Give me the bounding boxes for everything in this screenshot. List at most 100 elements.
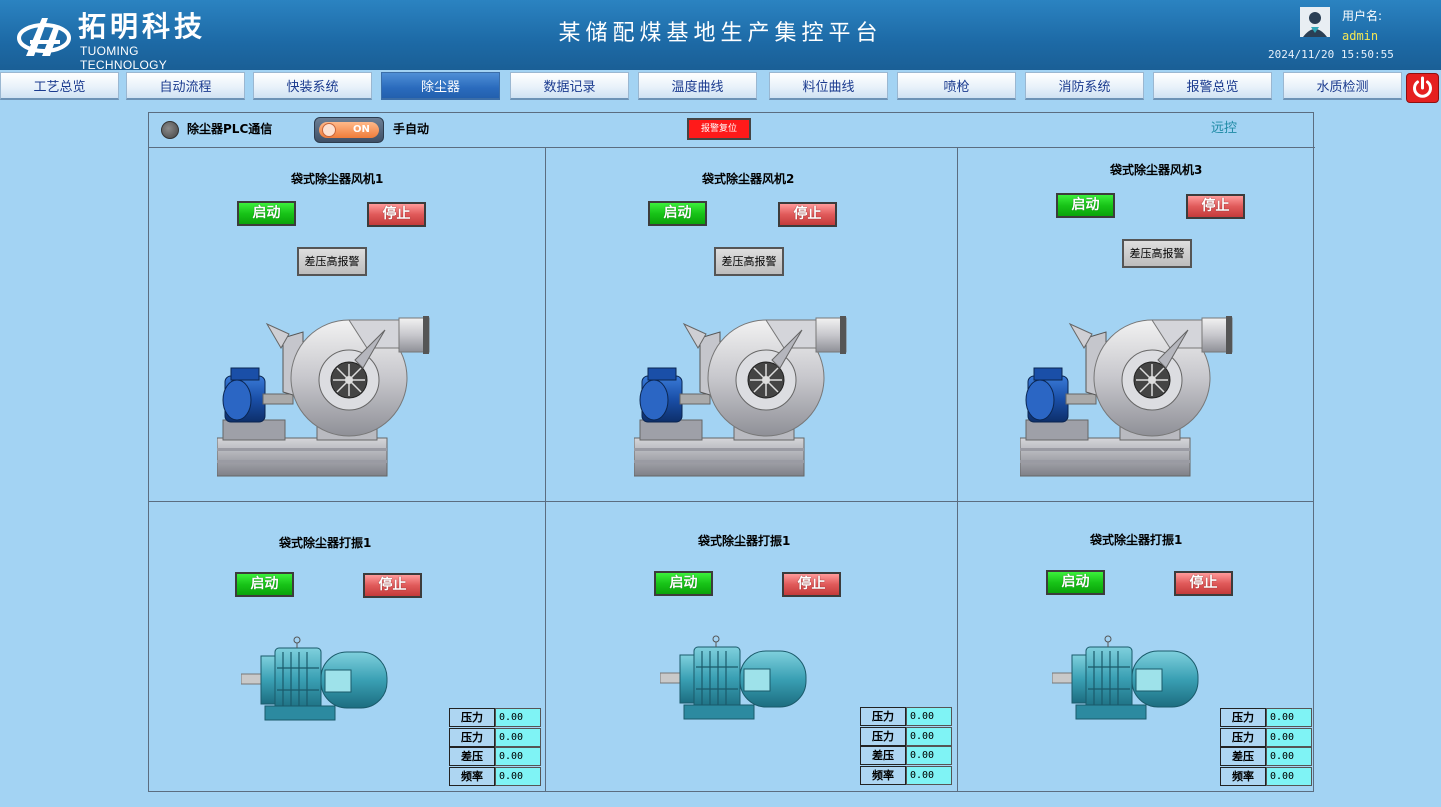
readout-value: 0.00 (906, 746, 952, 765)
fan-start-button[interactable]: 启动 (648, 201, 707, 226)
tab-alarm-overview[interactable]: 报警总览 (1153, 72, 1272, 100)
plc-comm-label: 除尘器PLC通信 (187, 122, 273, 136)
page-title: 某储配煤基地生产集控平台 (558, 21, 883, 46)
shaker-start-button[interactable]: 启动 (1046, 570, 1105, 595)
fan-cell-1: 袋式除尘器风机1 启动 停止 差压高报警 (149, 148, 545, 501)
readout-row: 频率 0.00 (860, 766, 952, 785)
readout-value: 0.00 (906, 707, 952, 726)
electric-motor-icon (660, 635, 807, 720)
fan-stop-button[interactable]: 停止 (1186, 194, 1245, 219)
readout-label: 压力 (860, 727, 906, 746)
user-avatar-icon (1300, 7, 1330, 37)
tab-spray-gun[interactable]: 喷枪 (897, 72, 1016, 100)
mode-label: 手自动 (393, 122, 430, 136)
fan-start-button[interactable]: 启动 (1056, 193, 1115, 218)
shaker-cell-2: 袋式除尘器打振1 启动 停止 压力 0.00 压力 0.00 差压 (546, 502, 957, 792)
centrifugal-fan-icon (634, 316, 847, 477)
alarm-reset-button[interactable]: 报警复位 (687, 118, 751, 140)
main-nav: 工艺总览 自动流程 快装系统 除尘器 数据记录 温度曲线 料位曲线 喷枪 消防系… (0, 72, 1441, 102)
readout-value: 0.00 (495, 767, 541, 786)
readout-row: 压力 0.00 (860, 727, 952, 746)
readout-value: 0.00 (1266, 708, 1312, 727)
shaker-title: 袋式除尘器打振1 (1090, 533, 1183, 547)
diff-pressure-alarm-button[interactable]: 差压高报警 (1122, 239, 1192, 268)
readout-table: 压力 0.00 压力 0.00 差压 0.00 频率 0.00 (449, 708, 541, 786)
fan-cell-2: 袋式除尘器风机2 启动 停止 差压高报警 (546, 148, 957, 501)
user-name: admin (1342, 29, 1379, 43)
shaker-stop-button[interactable]: 停止 (1174, 571, 1233, 596)
readout-row: 压力 0.00 (449, 728, 541, 747)
tab-quick-load[interactable]: 快装系统 (253, 72, 372, 100)
shaker-start-button[interactable]: 启动 (235, 572, 294, 597)
fan-stop-button[interactable]: 停止 (367, 202, 426, 227)
fan-stop-button[interactable]: 停止 (778, 202, 837, 227)
diff-pressure-alarm-button[interactable]: 差压高报警 (297, 247, 367, 276)
control-bar: 除尘器PLC通信 ON 手自动 报警复位 远控 (149, 113, 1315, 148)
dust-collector-panel: 除尘器PLC通信 ON 手自动 报警复位 远控 袋式除尘器风机1 启动 停止 差… (148, 112, 1315, 792)
tab-water-quality[interactable]: 水质检测 (1283, 72, 1402, 100)
power-button[interactable] (1406, 73, 1439, 103)
grid-divider (957, 148, 958, 792)
tab-auto-process[interactable]: 自动流程 (126, 72, 245, 100)
tab-data-records[interactable]: 数据记录 (510, 72, 629, 100)
tab-temperature-curve[interactable]: 温度曲线 (638, 72, 757, 100)
app-header: 拓明科技 TUOMING TECHNOLOGY 某储配煤基地生产集控平台 用户名… (0, 0, 1441, 72)
power-icon (1413, 76, 1432, 98)
company-logo: 拓明科技 TUOMING TECHNOLOGY (16, 10, 216, 72)
plc-status-indicator (161, 121, 179, 139)
readout-value: 0.00 (1266, 728, 1312, 747)
readout-row: 差压 0.00 (449, 747, 541, 766)
readout-label: 频率 (860, 766, 906, 785)
tab-process-overview[interactable]: 工艺总览 (0, 72, 119, 100)
electric-motor-icon (1052, 635, 1199, 720)
readout-row: 频率 0.00 (1220, 767, 1312, 786)
fan-start-button[interactable]: 启动 (237, 201, 296, 226)
centrifugal-fan-icon (1020, 316, 1233, 477)
readout-row: 压力 0.00 (860, 707, 952, 726)
tab-level-curve[interactable]: 料位曲线 (769, 72, 888, 100)
diff-pressure-alarm-button[interactable]: 差压高报警 (714, 247, 784, 276)
readout-value: 0.00 (1266, 747, 1312, 766)
readout-row: 压力 0.00 (449, 708, 541, 727)
fan-title: 袋式除尘器风机3 (1110, 163, 1203, 177)
readout-value: 0.00 (1266, 767, 1312, 786)
shaker-title: 袋式除尘器打振1 (279, 536, 372, 550)
electric-motor-icon (241, 636, 388, 721)
readout-label: 压力 (860, 707, 906, 726)
readout-label: 差压 (449, 747, 495, 766)
shaker-start-button[interactable]: 启动 (654, 571, 713, 596)
shaker-cell-1: 袋式除尘器打振1 启动 停止 压力 0.00 压力 0.00 差压 (149, 502, 545, 792)
fan-title: 袋式除尘器风机1 (291, 172, 384, 186)
toggle-text: ON (353, 124, 370, 135)
tab-fire-system[interactable]: 消防系统 (1025, 72, 1144, 100)
remote-control-label: 远控 (1211, 121, 1238, 136)
toggle-knob (322, 123, 336, 137)
shaker-stop-button[interactable]: 停止 (782, 572, 841, 597)
tab-dust-collector[interactable]: 除尘器 (381, 72, 500, 100)
readout-label: 频率 (449, 767, 495, 786)
readout-value: 0.00 (495, 728, 541, 747)
readout-value: 0.00 (495, 747, 541, 766)
tuoming-logo-icon (17, 18, 71, 56)
datetime: 2024/11/20 15:50:55 (1268, 48, 1394, 61)
auto-manual-toggle[interactable]: ON (314, 117, 384, 143)
readout-value: 0.00 (495, 708, 541, 727)
toggle-track: ON (319, 122, 379, 138)
readout-row: 差压 0.00 (860, 746, 952, 765)
grid-divider (545, 148, 546, 792)
readout-label: 压力 (449, 708, 495, 727)
logo-cn-text: 拓明科技 (78, 10, 207, 43)
user-avatar[interactable] (1300, 7, 1330, 37)
readout-label: 差压 (1220, 747, 1266, 766)
shaker-stop-button[interactable]: 停止 (363, 573, 422, 598)
readout-label: 差压 (860, 746, 906, 765)
fan-cell-3: 袋式除尘器风机3 启动 停止 差压高报警 (958, 148, 1314, 501)
readout-value: 0.00 (906, 766, 952, 785)
readout-table: 压力 0.00 压力 0.00 差压 0.00 频率 0.00 (1220, 708, 1312, 786)
centrifugal-fan-icon (217, 316, 430, 477)
fan-title: 袋式除尘器风机2 (702, 172, 795, 186)
shaker-cell-3: 袋式除尘器打振1 启动 停止 压力 0.00 压力 0.00 差压 (958, 502, 1314, 792)
shaker-title: 袋式除尘器打振1 (698, 534, 791, 548)
readout-row: 差压 0.00 (1220, 747, 1312, 766)
readout-label: 压力 (1220, 708, 1266, 727)
